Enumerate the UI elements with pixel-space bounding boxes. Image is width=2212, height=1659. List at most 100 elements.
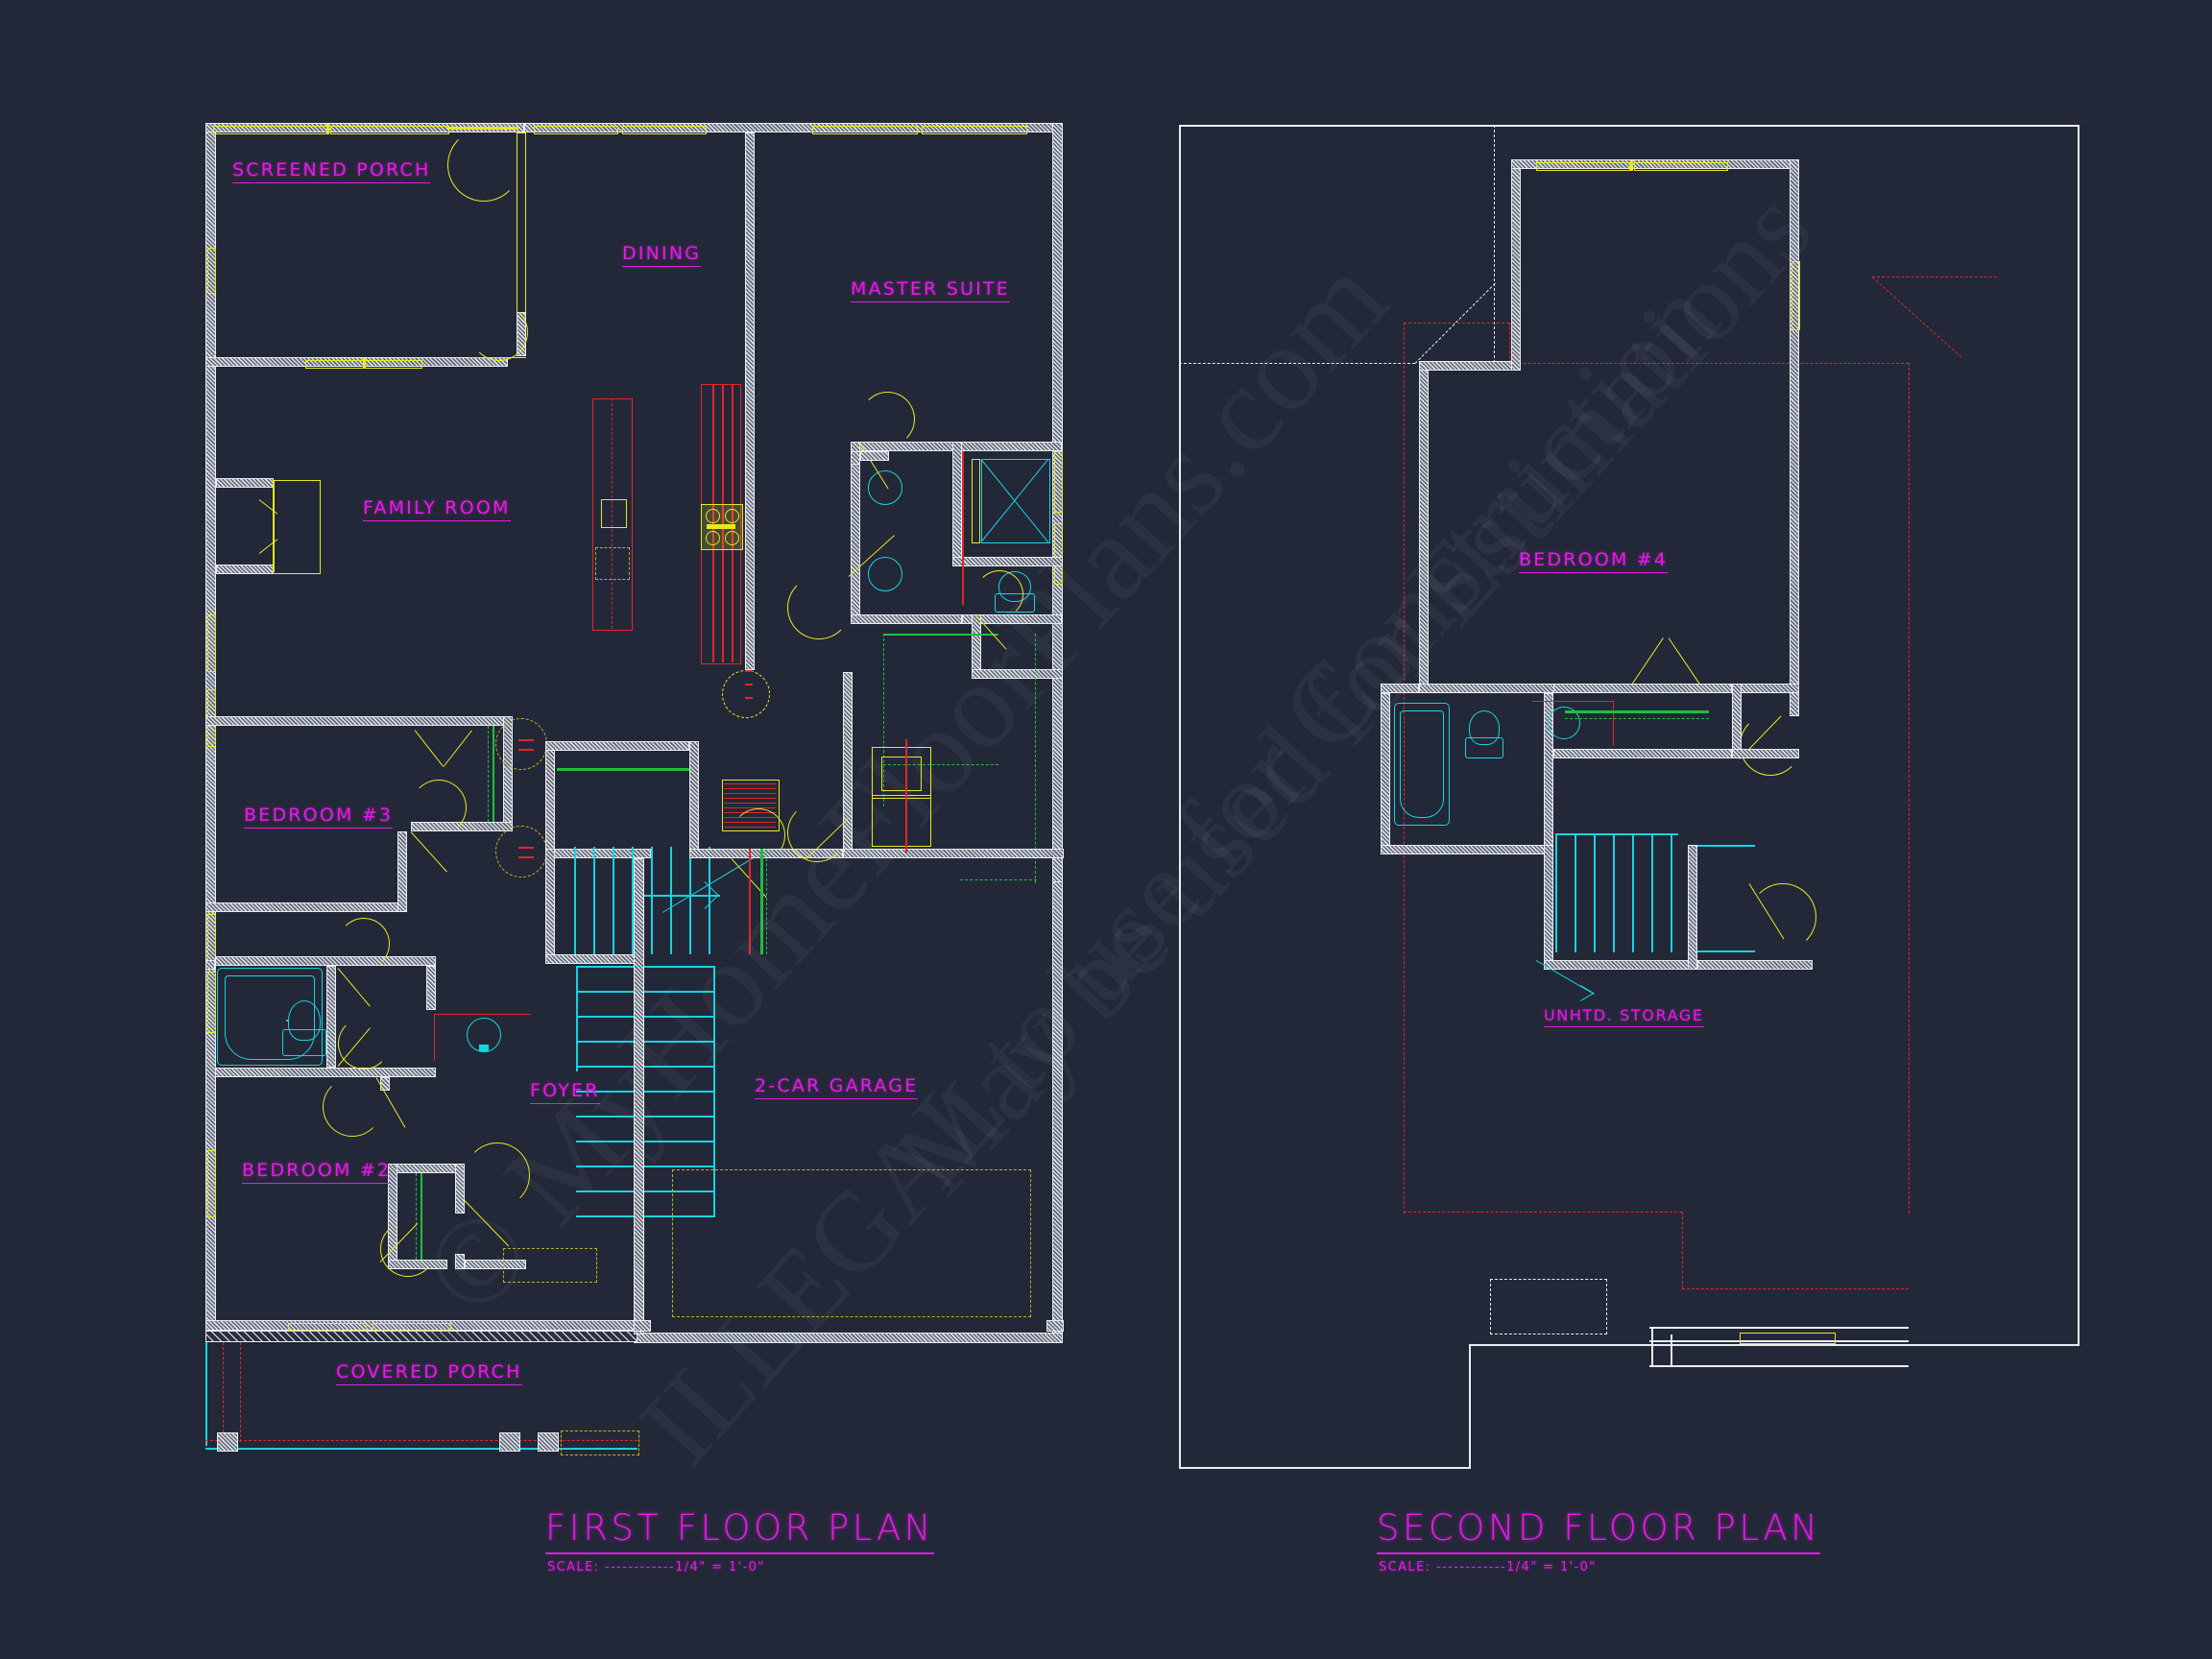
screen-mullion-1 [326, 124, 329, 134]
master-door-swing [787, 576, 851, 639]
porch-roof-v2 [1671, 1334, 1672, 1367]
kitchen-counter-line-3 [732, 384, 733, 662]
window-right-2 [1054, 523, 1063, 585]
porch-column-3 [538, 1432, 559, 1452]
range-burner-3 [706, 531, 720, 545]
footprint-dash-top-right [1872, 276, 1997, 277]
bedroom3-door-swing [411, 780, 467, 835]
bath2-tub [1394, 703, 1450, 826]
closet2-door-1 [1631, 637, 1664, 685]
hall-bath-door-swing-1 [338, 918, 390, 970]
garage-jamb-right [1046, 1320, 1064, 1332]
footprint-dash-step [1509, 323, 1510, 363]
master-bath-wall-mid [851, 614, 962, 624]
window-left-6 [207, 1150, 216, 1217]
room-label-covered-porch: COVERED PORCH [336, 1361, 522, 1385]
footprint-dash-top [1509, 363, 1909, 364]
vanity-sink-2 [868, 557, 902, 591]
powder-faucet [479, 1045, 489, 1051]
bedroom2-closet-shelf [416, 1173, 417, 1260]
laundry-center-line [905, 739, 907, 853]
bedroom3-closet-shelf [488, 726, 489, 822]
bedroom3-closet-wall-right [503, 716, 513, 831]
window-top-dining [534, 126, 618, 134]
first-floor-title: FIRST FLOOR PLAN [545, 1507, 934, 1554]
room-label-master-suite: MASTER SUITE [851, 278, 1010, 302]
stair2-arrow-1 [1579, 993, 1595, 1001]
bedroom3-closet-door-1 [414, 730, 444, 767]
hall-bath-door-swing-2 [338, 1018, 390, 1070]
hall-arch-2 [495, 826, 547, 878]
bedroom4-wall-left [1419, 361, 1429, 691]
bedroom2-closet-wall-top [388, 1164, 465, 1173]
powder-wall-left [972, 614, 981, 678]
room-label-screened-porch: SCREENED PORCH [232, 159, 431, 183]
bedroom3-wall-bottom [205, 902, 407, 912]
hall-bath-wall-bottom [215, 1068, 436, 1077]
room-label-bedroom-3: BEDROOM #3 [244, 805, 394, 829]
bedroom4-wall-right [1790, 159, 1799, 716]
porch-door-leaf-top [447, 127, 518, 130]
arch-mark-1a [518, 739, 534, 741]
footprint-dash-bottom-left [1404, 1212, 1682, 1213]
master-bath-wall-left [851, 442, 860, 624]
bedroom3-closet-rod [493, 726, 494, 822]
screen-panel-1 [213, 126, 328, 134]
second-envelope-step-v [1469, 1344, 1471, 1469]
bedroom4-window-1 [1536, 162, 1630, 171]
screen-mullion-2 [363, 358, 366, 369]
bath-wall-corner [205, 960, 215, 970]
bathtub [217, 968, 323, 1066]
stair-wall-mid [545, 849, 651, 858]
porch-roof-h2 [1649, 1340, 1909, 1342]
garage-door-opening [672, 1169, 1031, 1317]
hall-wall-stub [851, 451, 860, 465]
kitchen-island [592, 398, 633, 631]
porch-roof-h3 [1649, 1365, 1909, 1367]
footprint-dash-bottom [1682, 1288, 1909, 1289]
porch-roof-h1 [1649, 1327, 1909, 1329]
hall2-door-swing [1740, 714, 1801, 776]
washer-drum [881, 757, 922, 791]
pantry-shelf-dash [766, 849, 767, 954]
stair-wall-left [545, 741, 555, 856]
porch-door-swing-top [447, 129, 520, 202]
entry-wall-base [465, 1260, 526, 1269]
stair2-wall-left [1544, 845, 1553, 970]
fireplace-edge [273, 480, 275, 572]
window-front-1 [288, 1323, 367, 1332]
stair-wall-top [545, 741, 689, 751]
stair2-wall-right [1688, 845, 1697, 970]
exterior-wall-left [205, 123, 216, 1342]
bedroom2-closet-door-swing [380, 1221, 436, 1277]
shower-glass-panel [972, 459, 980, 543]
bedroom2-door-swing [323, 1077, 382, 1137]
bath2-toilet-tank [1465, 737, 1503, 758]
closet-shelf-left [883, 634, 884, 806]
screened-porch-wall-bottom [205, 357, 508, 367]
window-front-2 [373, 1323, 451, 1332]
master-closet-wall-bottom [952, 557, 1063, 566]
range-burner-2 [725, 509, 739, 523]
footprint-dash-right [1909, 363, 1910, 1214]
master-bath-wall-bottom [962, 614, 1062, 624]
spacer [286, 1020, 288, 1022]
hall-bath-wall-mid [326, 966, 336, 1068]
bath2-wall-right [1544, 693, 1553, 854]
first-floor-scale: SCALE: ------------1/4" = 1'-0" [547, 1560, 765, 1575]
room-label-bedroom-4: BEDROOM #4 [1519, 549, 1669, 573]
hall-toilet-bowl [288, 1000, 321, 1041]
hall2-wall [1732, 684, 1742, 758]
stair-wall-bottom [545, 954, 643, 964]
porch-roof-window [1740, 1333, 1836, 1344]
window-top-master-2 [922, 126, 1027, 134]
kitchen-dishwasher [595, 547, 630, 580]
range-burner-1 [706, 509, 720, 523]
closet2-wall-bottom [1553, 749, 1732, 758]
porch-step [561, 1431, 639, 1455]
bedroom4-window-3 [1791, 261, 1800, 330]
range-control-bar [707, 524, 735, 529]
bedroom4-wall-top [1511, 159, 1799, 169]
